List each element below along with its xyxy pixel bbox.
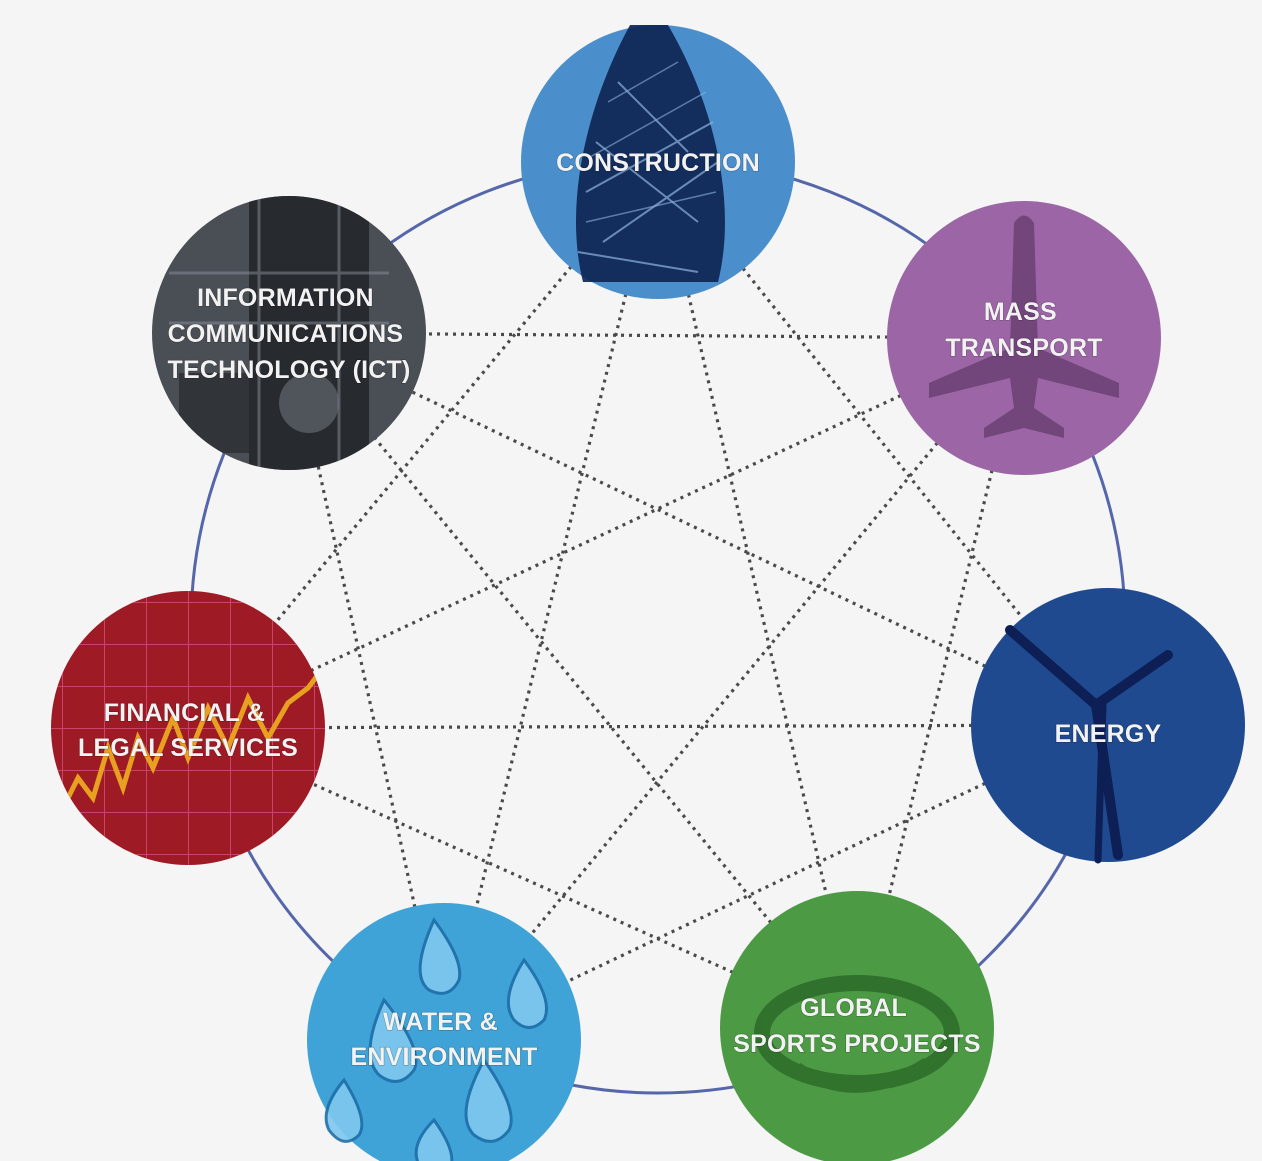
node-financial-legal: FINANCIAL & LEGAL SERVICES xyxy=(51,591,325,865)
node-mass-transport-label: MASS TRANSPORT xyxy=(945,298,1102,362)
wind-turbine-icon xyxy=(1005,625,1173,864)
connector-construction-water-environment xyxy=(442,161,660,1041)
connector-mass-transport-global-sports xyxy=(855,337,1026,1029)
node-water-environment-label: WATER & ENVIRONMENT xyxy=(351,1008,538,1071)
node-construction-label: CONSTRUCTION xyxy=(556,149,760,177)
node-ict: INFORMATION COMMUNICATIONS TECHNOLOGY (I… xyxy=(152,196,426,470)
connector-energy-financial-legal xyxy=(187,723,1109,730)
node-water-environment: WATER & ENVIRONMENT xyxy=(307,903,581,1161)
stock-chart-icon xyxy=(60,666,325,810)
node-construction: CONSTRUCTION xyxy=(521,25,795,299)
stadium-icon xyxy=(754,975,960,1093)
node-global-sports: GLOBAL SPORTS PROJECTS xyxy=(720,891,994,1161)
node-ict-label: INFORMATION COMMUNICATIONS TECHNOLOGY (I… xyxy=(167,284,410,384)
connector-mass-transport-financial-legal xyxy=(187,336,1025,730)
node-mass-transport: MASS TRANSPORT xyxy=(887,201,1161,475)
connector-global-sports-ict xyxy=(287,331,859,1030)
node-water-environment-circle xyxy=(307,903,581,1161)
node-energy: ENERGY xyxy=(971,588,1245,864)
node-global-sports-label: GLOBAL SPORTS PROJECTS xyxy=(733,994,981,1058)
network-equipment-icon xyxy=(169,196,389,470)
water-drops-icon xyxy=(324,917,548,1161)
node-financial-legal-label: FINANCIAL & LEGAL SERVICES xyxy=(78,699,298,762)
airplane-icon xyxy=(929,215,1119,438)
node-global-sports-circle xyxy=(720,891,994,1161)
node-energy-label: ENERGY xyxy=(1055,720,1162,748)
skyscraper-icon xyxy=(575,25,725,282)
